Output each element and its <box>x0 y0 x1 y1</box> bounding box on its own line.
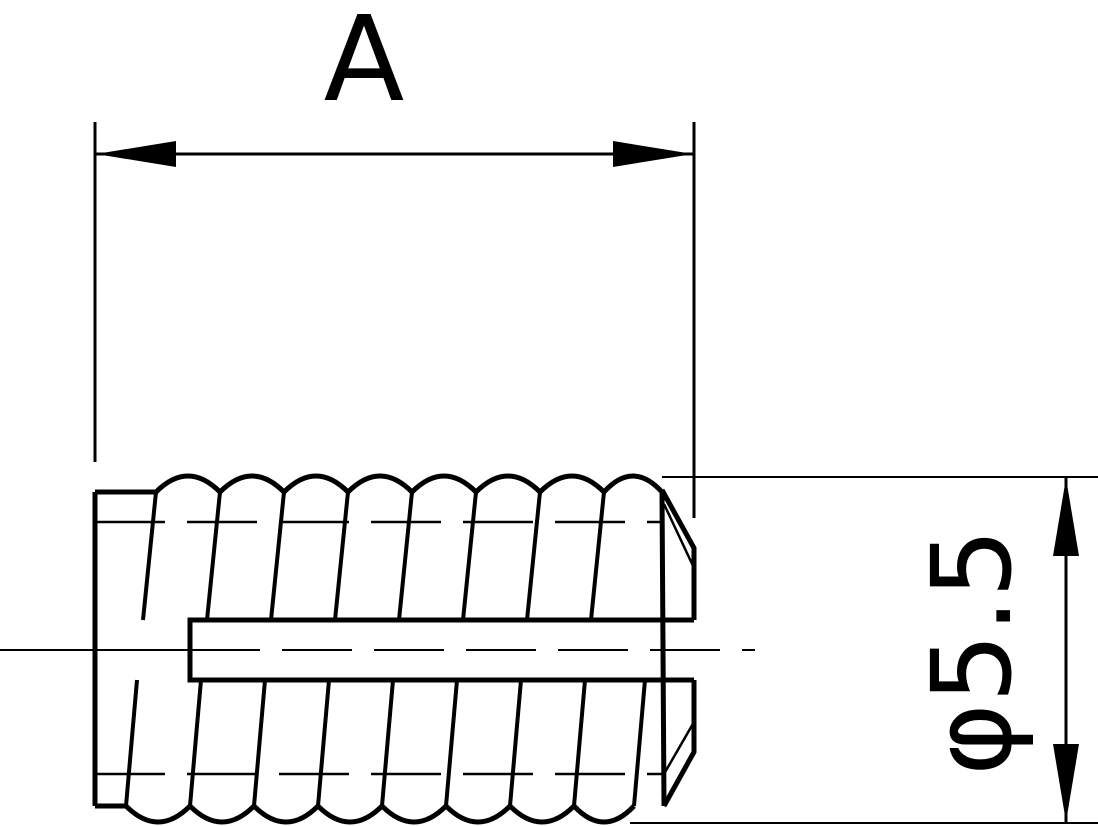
diameter-label: φ5.5 <box>908 528 1036 776</box>
thread-crests-bottom <box>124 804 636 825</box>
arrowhead-bottom <box>1053 744 1079 822</box>
arrowhead-left <box>96 141 176 167</box>
length-label: A <box>324 0 405 128</box>
arrowhead-top <box>1053 478 1079 556</box>
arrowhead-right <box>613 141 693 167</box>
chamfer-inner-lines <box>662 503 696 775</box>
diameter-dimension <box>630 476 1098 824</box>
length-dimension <box>93 122 696 518</box>
thread-lines-lower <box>124 679 647 807</box>
hidden-lines <box>95 520 664 776</box>
thread-lines-upper <box>141 491 606 621</box>
thread-crests-top <box>154 473 664 494</box>
insert-body <box>92 488 697 809</box>
